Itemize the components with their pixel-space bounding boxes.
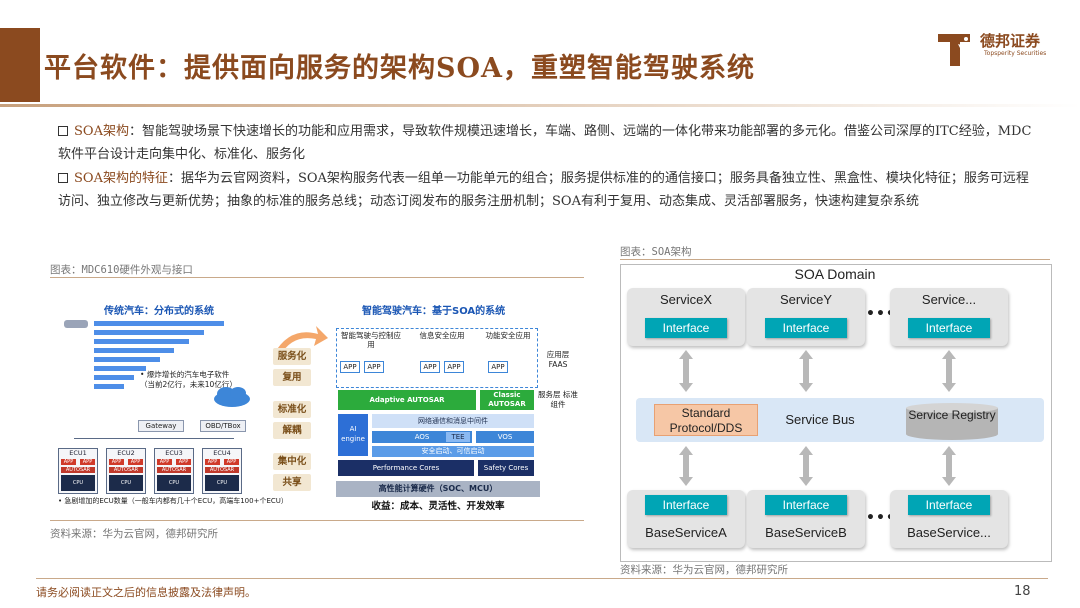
database-icon	[906, 403, 998, 440]
brand-name-en: Topsperity Securities	[984, 50, 1047, 57]
app-group-label: 功能安全应用	[485, 331, 531, 340]
service-box: Service... Interface	[890, 288, 1008, 346]
ecu-box: ECU1 APP APP AUTOSAR CPU	[58, 448, 98, 494]
hardware-block: 高性能计算硬件（SOC、MCU）	[336, 481, 540, 497]
left-source-divider	[50, 520, 584, 521]
tag-reuse: 复用	[273, 369, 311, 386]
base-service-box: Interface BaseService...	[890, 490, 1008, 548]
service-name: Service...	[921, 292, 977, 307]
bullet-soa-features: SOA架构的特征：据华为云官网资料，SOA架构服务代表一组单一功能单元的组合；服…	[58, 167, 1038, 213]
base-service-name: BaseService...	[907, 525, 991, 540]
smart-title: 智能驾驶汽车：基于SOA的系统	[362, 306, 506, 317]
app-chip: APP	[340, 361, 360, 373]
interface-label: Interface	[908, 495, 990, 515]
footer-divider	[36, 578, 1048, 579]
service-name: ServiceY	[779, 292, 833, 307]
service-box: ServiceY Interface	[747, 288, 865, 346]
bus-line	[74, 438, 234, 439]
adaptive-autosar-block: Adaptive AUTOSAR	[338, 390, 476, 410]
page-number: 18	[1014, 584, 1031, 599]
right-caption-divider	[620, 259, 1050, 260]
interface-label: Interface	[765, 495, 847, 515]
performance-cores-block: Performance Cores	[338, 460, 474, 476]
traditional-title: 传统汽车：分布式的系统	[104, 306, 214, 317]
tag-decouple: 解耦	[273, 422, 311, 439]
left-figure-caption: 图表：MDC610硬件外观与接口	[50, 264, 193, 276]
tag-service: 服务化	[273, 348, 311, 365]
bullet-keyword: SOA架构的特征	[74, 171, 168, 186]
interface-label: Interface	[765, 318, 847, 338]
vos-block: VOS	[476, 431, 534, 443]
brand-logo-icon	[932, 30, 976, 70]
ecu-box: ECU2 APP APP AUTOSAR CPU	[106, 448, 146, 494]
left-caption-divider	[50, 277, 584, 278]
app-chip: APP	[364, 361, 384, 373]
standard-protocol-box: Standard Protocol/DDS	[654, 404, 758, 436]
benefit-label: 收益：成本、灵活性、开发效率	[371, 501, 505, 512]
app-group-label: 智能驾驶与控制应用	[341, 331, 401, 349]
app-group-label: 信息安全应用	[419, 331, 465, 340]
classic-autosar-block: Classic AUTOSAR	[480, 390, 534, 410]
double-arrow-icon	[942, 350, 956, 392]
bullet-keyword: SOA架构	[74, 124, 129, 139]
base-service-name: BaseServiceB	[765, 525, 847, 540]
ai-engine-block: AI engine	[338, 414, 368, 456]
ecu-growth-bars	[64, 320, 224, 389]
double-arrow-icon	[942, 446, 956, 486]
middleware-block: 网络通信和消息中间件	[372, 414, 534, 428]
soa-domain-title: SOA Domain	[794, 266, 876, 282]
right-figure-caption: 图表：SOA架构	[620, 246, 692, 258]
safety-cores-block: Safety Cores	[478, 460, 534, 476]
bullet-text: ：据华为云官网资料，SOA架构服务代表一组单一功能单元的组合；服务提供标准的的通…	[58, 171, 1029, 209]
interface-label: Interface	[908, 318, 990, 338]
app-chip: APP	[444, 361, 464, 373]
double-arrow-icon	[799, 446, 813, 486]
bullet-soa: SOA架构：智能驾驶场景下快速增长的功能和应用需求，导致软件规模迅速增长，车端、…	[58, 120, 1038, 166]
base-service-box: Interface BaseServiceA	[627, 490, 745, 548]
page-title: 平台软件：提供面向服务的架构SOA，重塑智能驾驶系统	[44, 53, 755, 84]
secure-boot-block: 安全启动、可信启动	[372, 446, 534, 457]
obd-box: OBD/TBox	[200, 420, 246, 432]
transform-arrow-icon	[274, 326, 328, 356]
base-service-box: Interface BaseServiceB	[747, 490, 865, 548]
interface-label: Interface	[645, 495, 727, 515]
cloud-icon	[214, 387, 250, 407]
ecu-note: • 急剧增加的ECU数量（一般车内都有几十个ECU，高端车100+个ECU）	[58, 497, 288, 505]
brand-name: 德邦证券	[980, 32, 1041, 50]
service-name: ServiceX	[659, 292, 713, 307]
double-arrow-icon	[799, 350, 813, 392]
bullet-text: ：智能驾驶场景下快速增长的功能和应用需求，导致软件规模迅速增长，车端、路侧、远端…	[58, 124, 1032, 162]
service-box: ServiceX Interface	[627, 288, 745, 346]
ecu-box: ECU3 APP APP AUTOSAR CPU	[154, 448, 194, 494]
base-service-name: BaseServiceA	[645, 525, 727, 540]
left-figure-source: 资料来源：华为云官网，德邦研究所	[50, 528, 218, 540]
footer-disclaimer: 请务必阅读正文之后的信息披露及法律声明。	[36, 586, 256, 599]
checkbox-square-icon	[58, 126, 68, 136]
tag-centralize: 集中化	[273, 453, 311, 470]
tee-block: TEE	[446, 432, 470, 442]
app-chip: APP	[420, 361, 440, 373]
tag-share: 共享	[273, 474, 311, 491]
service-layer-label: 服务层 标准组件	[538, 390, 578, 409]
header-divider	[0, 104, 1080, 107]
double-arrow-icon	[679, 350, 693, 392]
ecu-box: ECU4 APP APP AUTOSAR CPU	[202, 448, 242, 494]
title-accent-bar	[0, 28, 40, 102]
double-arrow-icon	[679, 446, 693, 486]
app-layer-label: 应用层 FAAS	[546, 350, 570, 369]
checkbox-square-icon	[58, 173, 68, 183]
app-layer-frame	[336, 328, 538, 388]
interface-label: Interface	[645, 318, 727, 338]
growth-note: • 爆炸增长的汽车电子软件（当前2亿行，未来10亿行）	[140, 370, 237, 389]
right-figure-source: 资料来源：华为云官网，德邦研究所	[620, 564, 788, 576]
gateway-box: Gateway	[138, 420, 184, 432]
tag-standard: 标准化	[273, 401, 311, 418]
app-chip: APP	[488, 361, 508, 373]
service-registry-label: Service Registry	[908, 408, 996, 422]
service-bus-label: Service Bus	[785, 412, 855, 427]
